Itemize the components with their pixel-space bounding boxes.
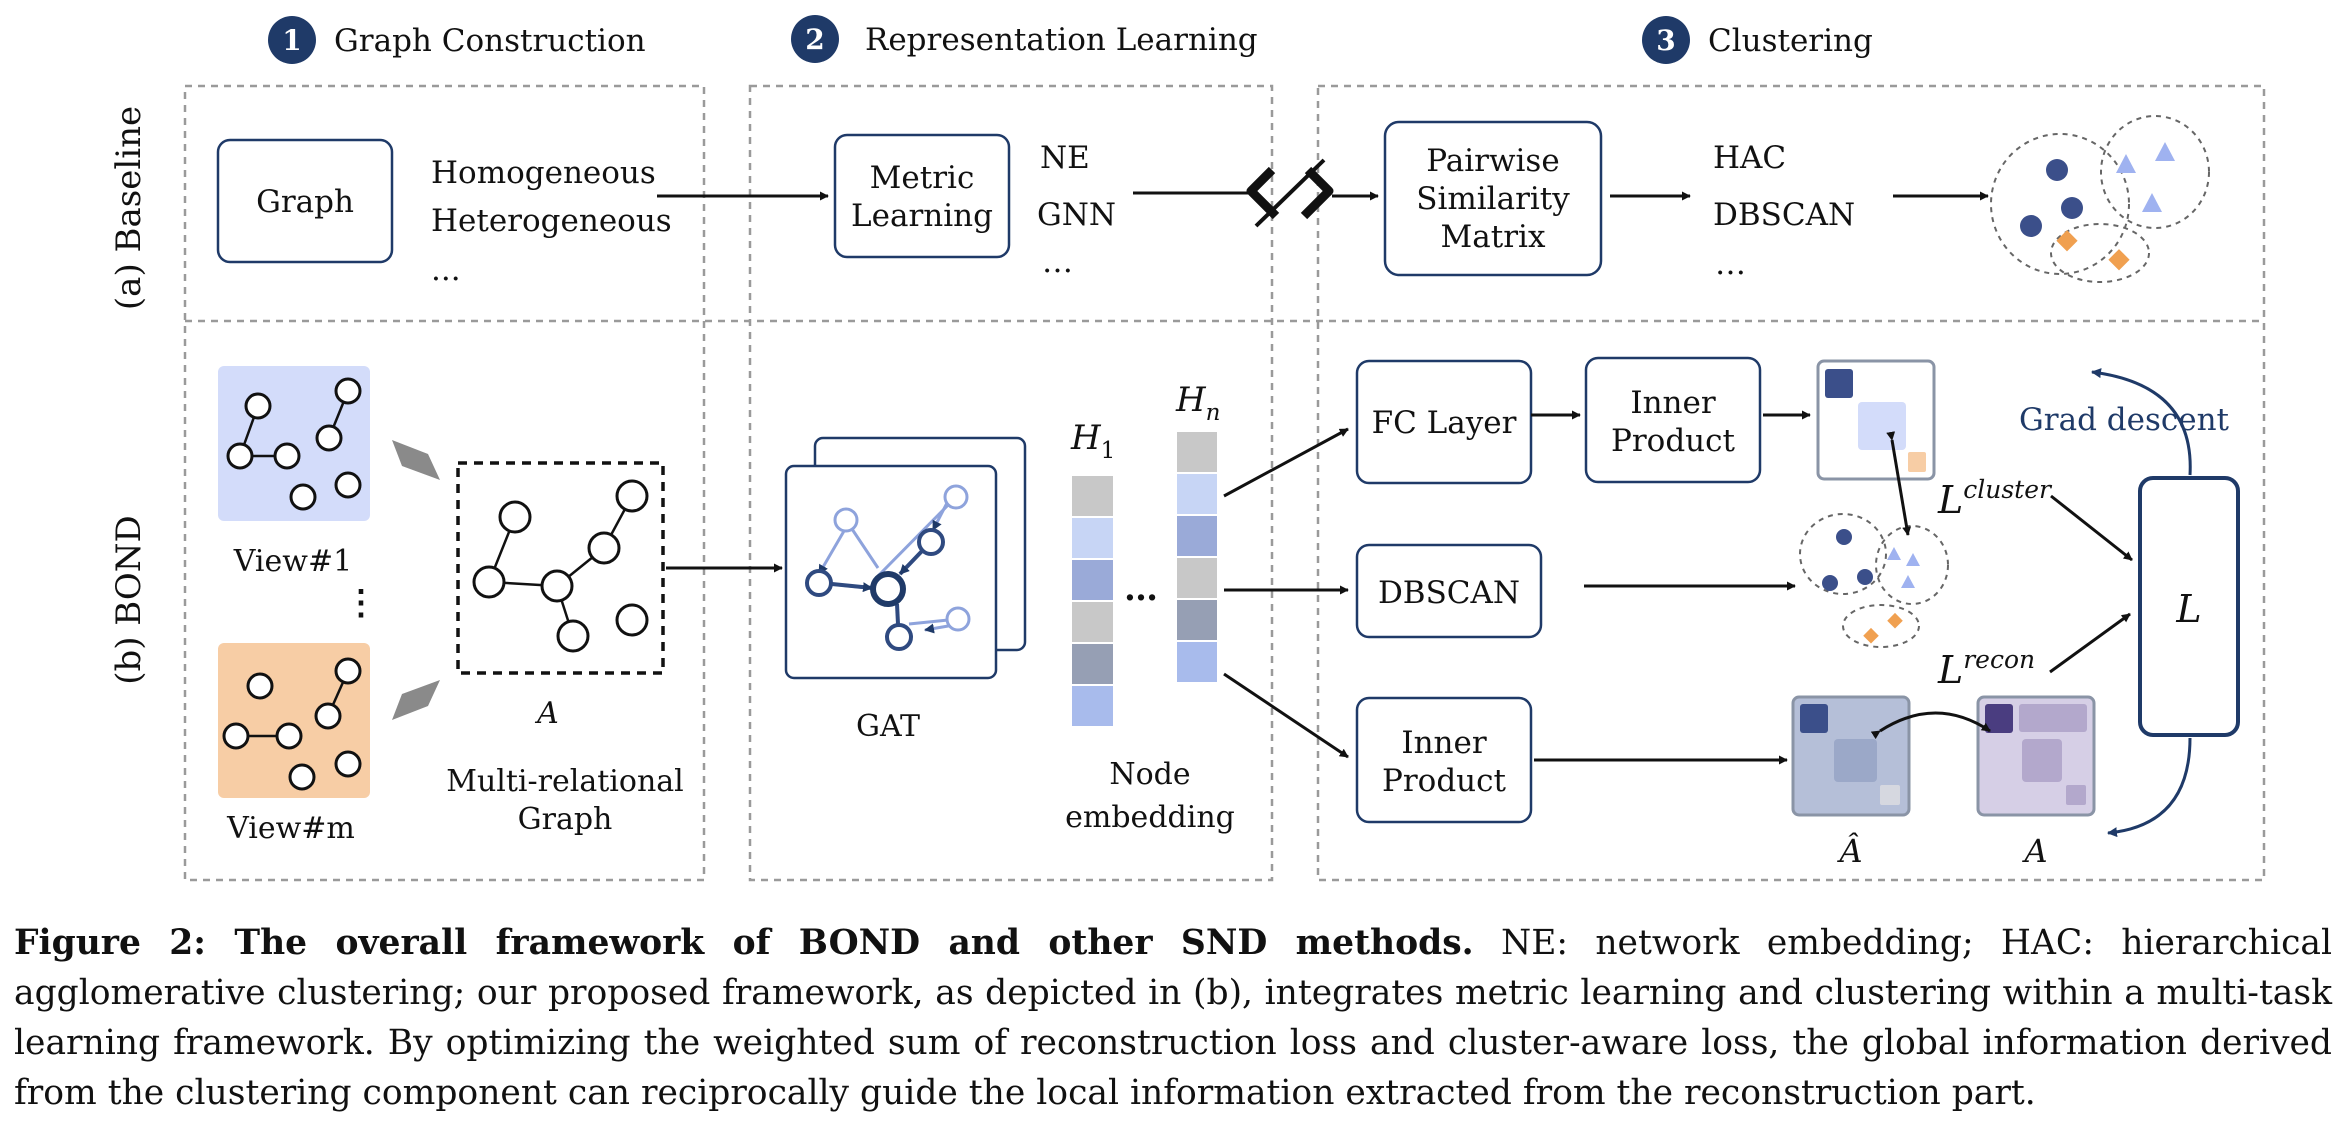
metric-learning-line-2: Learning — [851, 198, 993, 234]
grad-descent-arrow-bottom — [2107, 737, 2192, 838]
dashed-panels — [183, 84, 2266, 882]
inner-product-top-box — [1584, 356, 1762, 484]
graph-box-label: Graph — [256, 184, 354, 220]
similarity-matrix-line-1: Pairwise — [1426, 143, 1559, 179]
multi-relational-line-1: Multi-relational — [446, 764, 684, 799]
arrow-cluster-compare — [1886, 431, 1912, 536]
similarity-matrix-box — [1383, 120, 1603, 277]
loss-cluster-label: Lcluster — [1937, 475, 2053, 522]
step-header-1: 1 Graph Construction — [268, 16, 646, 64]
fc-layer-label: FC Layer — [1372, 405, 1517, 441]
node-embedding-line-1: Node — [1109, 757, 1190, 792]
node-embedding-line-2: embedding — [1065, 800, 1235, 835]
h1-embedding-vector — [1070, 474, 1115, 728]
hn-label: Hn — [1175, 380, 1220, 426]
inner-product-bottom-line-2: Product — [1382, 763, 1507, 799]
metric-learning-line-1: Metric — [870, 160, 975, 196]
step-header-2: 2 Representation Learning — [791, 15, 1258, 63]
caption-title: Figure 2: The overall framework of BOND … — [14, 923, 1474, 963]
inner-product-bottom-line-1: Inner — [1401, 725, 1487, 761]
row-label-baseline: (a) Baseline — [109, 106, 149, 310]
cluster-matrix-top — [1816, 359, 1936, 481]
adjacency-label: A — [534, 696, 559, 731]
step-number-1: 1 — [282, 24, 301, 57]
total-loss-box — [2138, 476, 2240, 737]
graph-box — [216, 138, 394, 264]
row-label-bond: (b) BOND — [109, 515, 149, 685]
step-number-badge-1 — [268, 16, 316, 64]
metric-learning-box — [833, 133, 1011, 259]
panel-graph-construction — [183, 84, 706, 882]
grad-descent-arrow-top — [2091, 368, 2192, 476]
cluster-method-hac: HAC — [1713, 140, 1786, 176]
step-number-badge-3 — [1642, 16, 1690, 64]
broken-link-icon — [1246, 158, 1334, 228]
cluster-result-icon — [1990, 115, 2210, 283]
dbscan-label: DBSCAN — [1378, 575, 1520, 611]
figure-caption: Figure 2: The overall framework of BOND … — [14, 918, 2332, 1118]
panel-representation-learning — [748, 84, 1274, 882]
merge-arrow-bottom — [392, 680, 440, 720]
dbscan-box — [1355, 543, 1543, 639]
merge-arrow-top — [392, 440, 440, 480]
step-number-3: 3 — [1656, 24, 1675, 57]
cluster-method-more: … — [1715, 246, 1746, 282]
metric-method-more: … — [1042, 244, 1073, 280]
multi-relational-graph — [456, 461, 665, 675]
graph-type-homogeneous: Homogeneous — [431, 155, 656, 191]
graph-type-heterogeneous: Heterogeneous — [431, 203, 672, 239]
view-first-label: View#1 — [233, 544, 352, 579]
view-last-label: View#m — [226, 811, 355, 846]
arrow-embedding-to-fc — [1223, 427, 1349, 498]
gat-module — [784, 436, 1027, 680]
arrow-matrix-compare — [1870, 711, 1991, 740]
arrow-recon-loss-to-total — [2049, 612, 2131, 674]
step-label-graph-construction: Graph Construction — [334, 23, 646, 59]
a-matrix — [1976, 695, 2096, 817]
h1-label: H1 — [1070, 418, 1115, 464]
view-vertical-dots: ⋮ — [344, 583, 378, 623]
hn-embedding-vector — [1175, 430, 1219, 684]
view-1-graph — [218, 366, 370, 521]
panel-clustering — [1316, 84, 2266, 882]
caption-body: NE: network embedding; HAC: hierarchical… — [14, 923, 2332, 1113]
grad-descent-label: Grad descent — [2019, 402, 2230, 438]
gat-label: GAT — [856, 709, 920, 744]
graph-type-more: ... — [431, 252, 461, 288]
total-loss-label: L — [2175, 587, 2201, 631]
step-number-2: 2 — [805, 23, 824, 56]
step-number-badge-2 — [791, 15, 839, 63]
view-m-graph — [218, 643, 370, 798]
arrow-embedding-to-inner-product — [1223, 672, 1349, 759]
inner-product-bottom-box — [1355, 696, 1533, 824]
a-hat-label: Â — [1836, 832, 1862, 870]
inner-product-top-line-1: Inner — [1630, 385, 1716, 421]
step-label-representation-learning: Representation Learning — [865, 22, 1258, 58]
fc-layer-box — [1355, 359, 1533, 485]
embedding-ellipsis: … — [1124, 569, 1158, 609]
step-header-3: 3 Clustering — [1642, 16, 1873, 64]
a-hat-matrix — [1791, 695, 1911, 817]
metric-method-ne: NE — [1040, 140, 1090, 176]
a-label: A — [2021, 832, 2047, 870]
step-label-clustering: Clustering — [1708, 23, 1873, 59]
framework-diagram: 1 Graph Construction 2 Representation Le… — [109, 15, 2266, 882]
similarity-matrix-line-3: Matrix — [1441, 219, 1546, 255]
cluster-method-dbscan: DBSCAN — [1713, 197, 1855, 233]
arrow-cluster-loss-to-total — [2050, 494, 2133, 562]
loss-recon-label: Lrecon — [1937, 645, 2035, 692]
similarity-matrix-line-2: Similarity — [1416, 181, 1570, 217]
multi-relational-line-2: Graph — [518, 802, 613, 837]
dbscan-cluster-result — [1799, 513, 1949, 648]
metric-method-gnn: GNN — [1037, 197, 1116, 233]
inner-product-top-line-2: Product — [1611, 423, 1736, 459]
